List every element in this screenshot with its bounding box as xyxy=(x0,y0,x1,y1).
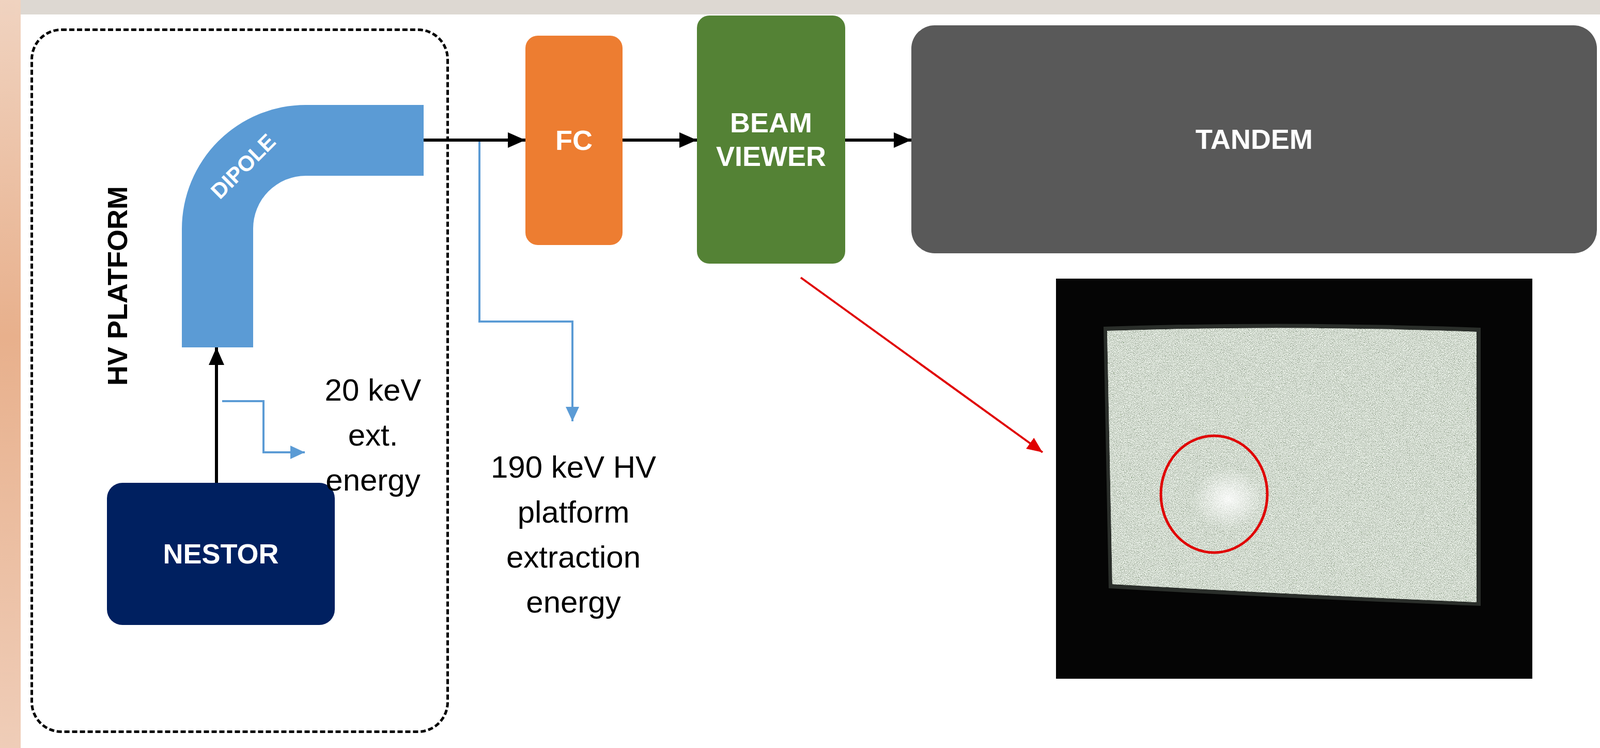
energy-note: 190 keV HV platform extraction energy xyxy=(480,444,667,625)
box-label: FC xyxy=(555,123,593,158)
ion-source-box: NESTOR xyxy=(106,482,335,625)
dipole-shape xyxy=(181,104,424,348)
highlight-circle xyxy=(1160,435,1268,553)
box-label: BEAM VIEWER xyxy=(703,105,840,174)
tandem-box: TANDEM xyxy=(911,25,1597,254)
beam-arrow xyxy=(622,138,697,142)
beam-arrow xyxy=(845,138,912,142)
dipole-outline xyxy=(181,104,424,348)
region-title: HV PLATFORM xyxy=(101,185,134,386)
beam-arrow xyxy=(214,347,219,483)
beam-viewer-box: BEAM VIEWER xyxy=(696,15,846,264)
beam-spot xyxy=(1192,467,1265,530)
photo-frame xyxy=(1055,278,1533,679)
leader-line xyxy=(222,400,305,453)
top-band xyxy=(0,0,1600,15)
box-label: NESTOR xyxy=(162,536,279,571)
tv-screen xyxy=(1105,320,1483,610)
callout-arrow xyxy=(800,277,1043,453)
box-label: TANDEM xyxy=(1195,122,1313,157)
dipole-magnet: DIPOLE xyxy=(181,104,424,348)
beam-arrow xyxy=(423,138,526,142)
faraday-cup-box: FC xyxy=(525,35,623,245)
side-strip xyxy=(0,0,21,748)
energy-note: 20 keV ext. energy xyxy=(316,367,430,503)
